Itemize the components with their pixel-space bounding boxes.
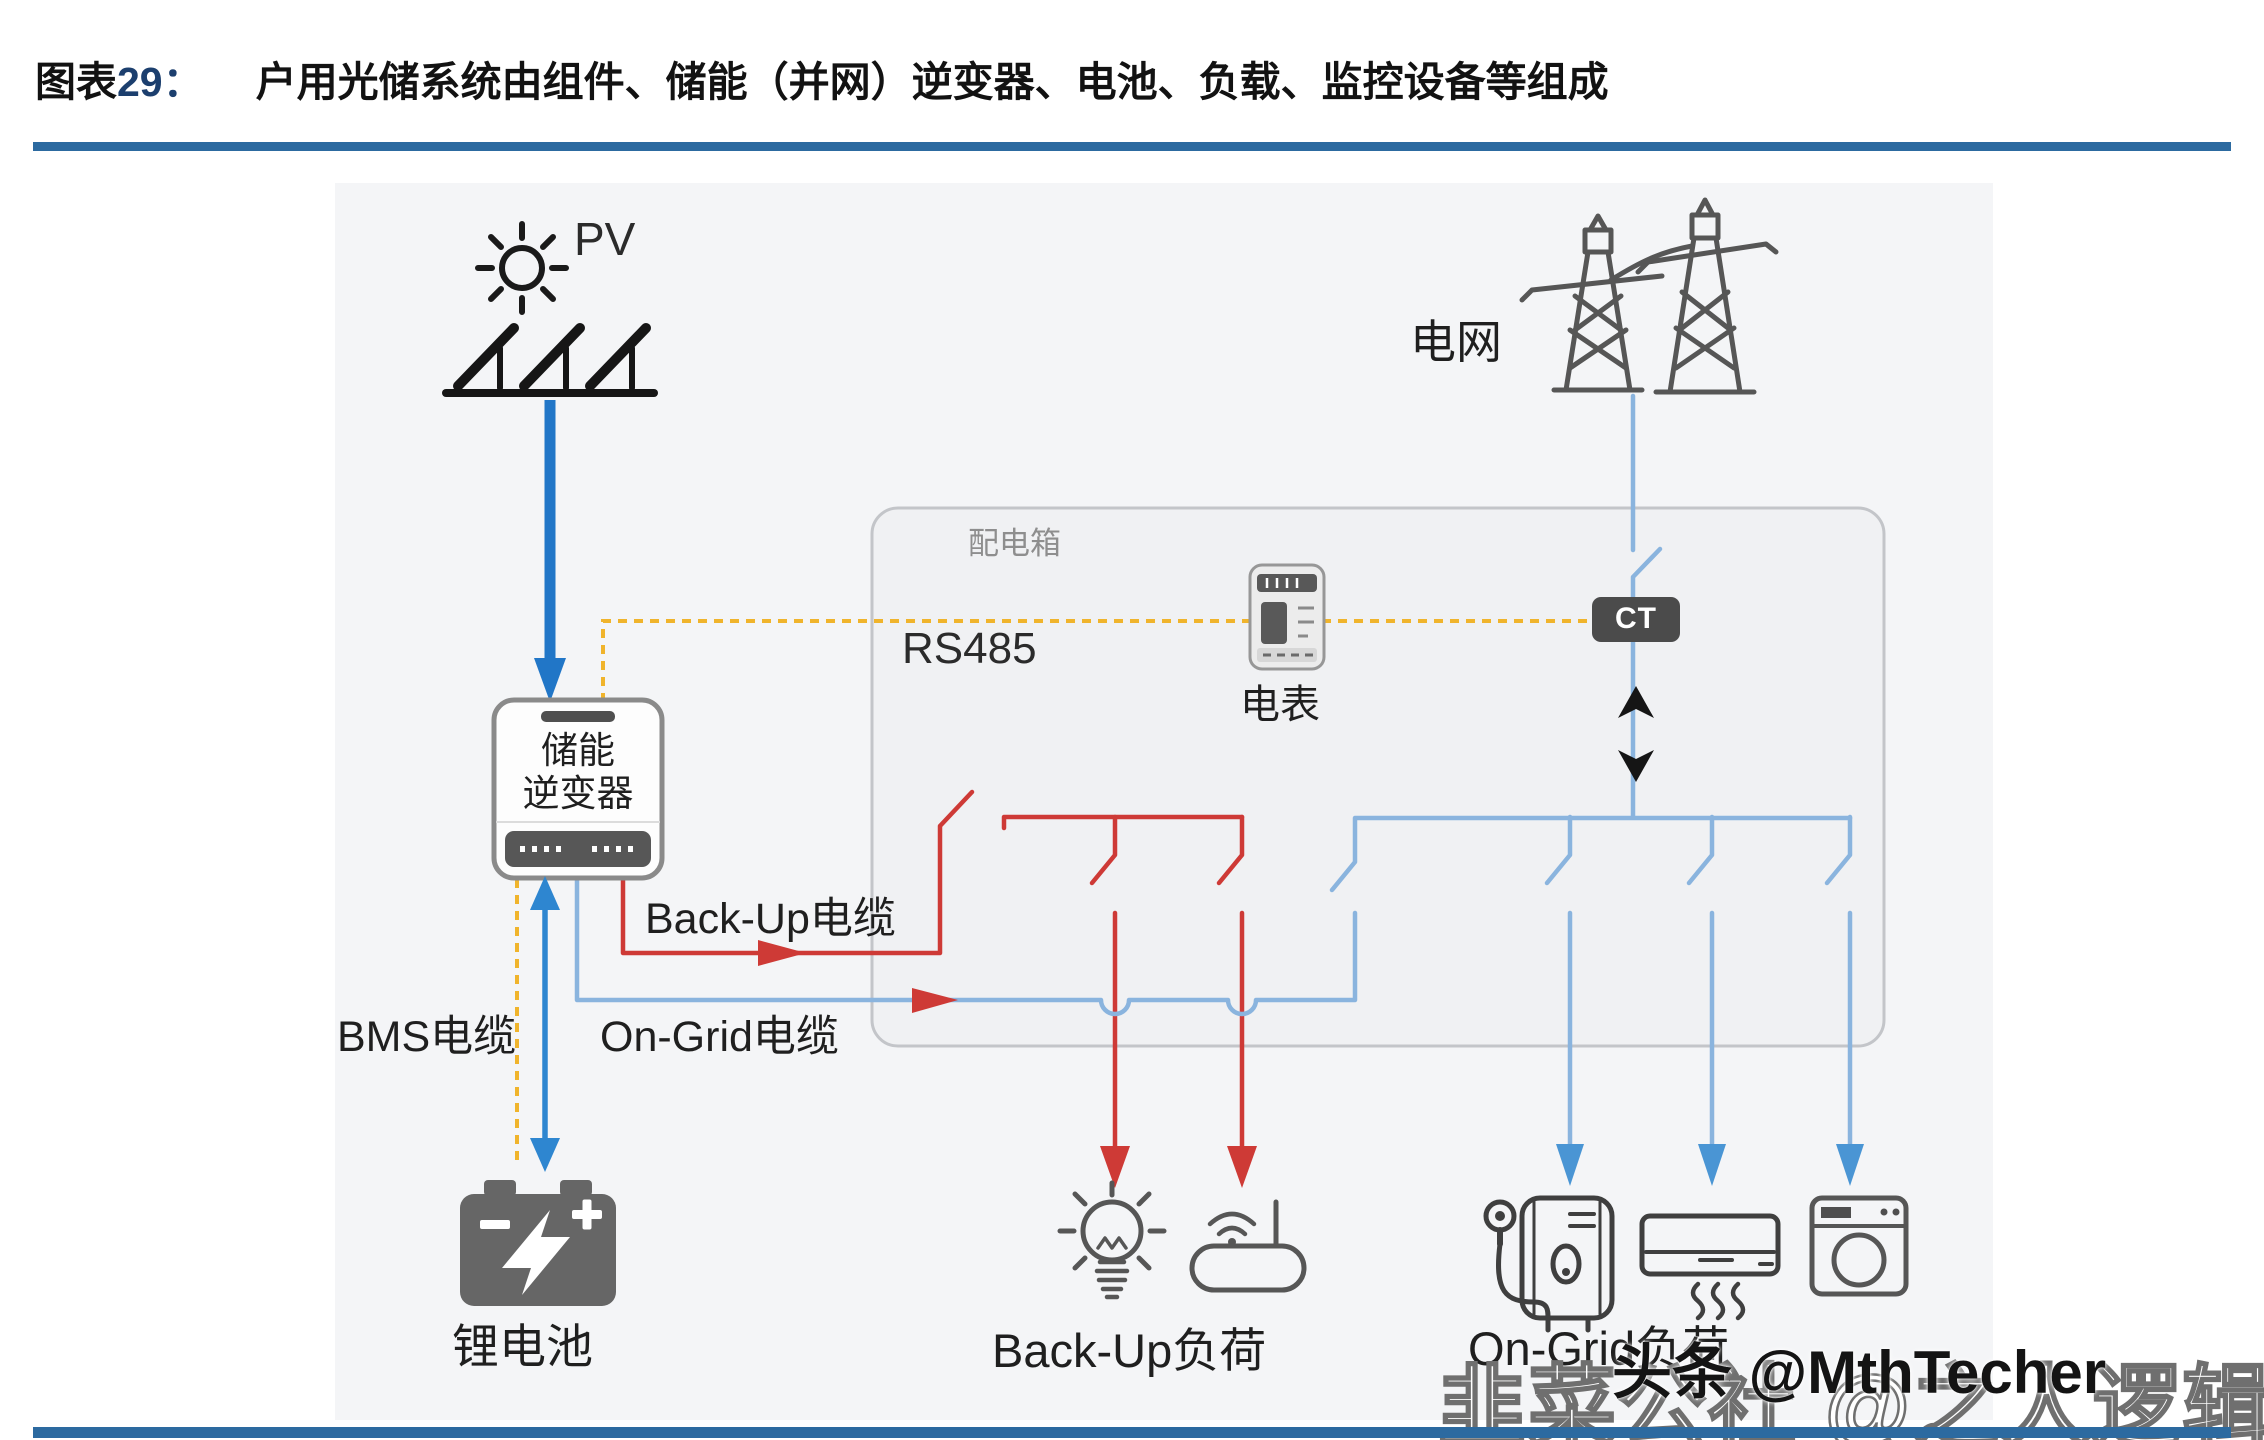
- inverter-box: [491, 697, 665, 881]
- ct-badge-label: CT: [1615, 602, 1657, 635]
- bottom-rule: [33, 1427, 2231, 1438]
- distribution-box: [870, 506, 1886, 1048]
- wifi-router-icon: [1189, 1199, 1307, 1293]
- figure-label-prefix: 图表: [35, 59, 117, 105]
- washing-machine-icon: [1809, 1195, 1909, 1297]
- figure-number: 29：: [117, 59, 204, 105]
- distribution-box-label: 配电箱: [968, 526, 1061, 561]
- light-bulb-icon: [1057, 1180, 1167, 1300]
- ongrid-load-label: On-Grid负荷: [1468, 1322, 1730, 1375]
- watermark-light: 韭菜公社 @之人逻辑: [1437, 1356, 2264, 1440]
- pv-label: PV: [574, 213, 636, 265]
- bms-cable-label: BMS电缆: [337, 1013, 517, 1061]
- figure-title: 户用光储系统由组件、储能（并网）逆变器、电池、负载、监控设备等组成: [255, 59, 1609, 105]
- grid-exchange-arrows-icon: [1618, 686, 1654, 782]
- inverter-label-line2: 逆变器: [522, 773, 634, 814]
- sun-icon: [475, 221, 569, 315]
- rs485-label: RS485: [902, 624, 1037, 673]
- battery-icon: [460, 1180, 616, 1306]
- electric-meter-icon: [1248, 563, 1326, 671]
- battery-exchange-arrow: [530, 876, 560, 1172]
- pv-arrow: [534, 400, 566, 702]
- grid-towers-icon: [1519, 197, 1779, 395]
- air-conditioner-icon: [1639, 1213, 1781, 1321]
- solar-panels-icon: [442, 323, 658, 397]
- ongrid-circuit: [574, 814, 1864, 1186]
- watermark-dark: 头条 @MthTecher: [1612, 1339, 2107, 1406]
- ongrid-cable-label: On-Grid电缆: [600, 1013, 839, 1061]
- meter-label: 电表: [1240, 683, 1320, 727]
- top-rule: [33, 142, 2231, 151]
- figure-header: 图表29： 户用光储系统由组件、储能（并网）逆变器、电池、负载、监控设备等组成: [35, 48, 1609, 108]
- backup-circuit: [620, 789, 1257, 1188]
- backup-cable-label: Back-Up电缆: [645, 895, 896, 943]
- grid-label: 电网: [1410, 316, 1502, 368]
- inverter-label-line1: 储能: [541, 730, 615, 771]
- battery-label: 锂电池: [452, 1320, 593, 1373]
- backup-load-label: Back-Up负荷: [992, 1324, 1267, 1377]
- water-heater-icon: [1483, 1195, 1615, 1333]
- ct-badge: [1592, 597, 1680, 642]
